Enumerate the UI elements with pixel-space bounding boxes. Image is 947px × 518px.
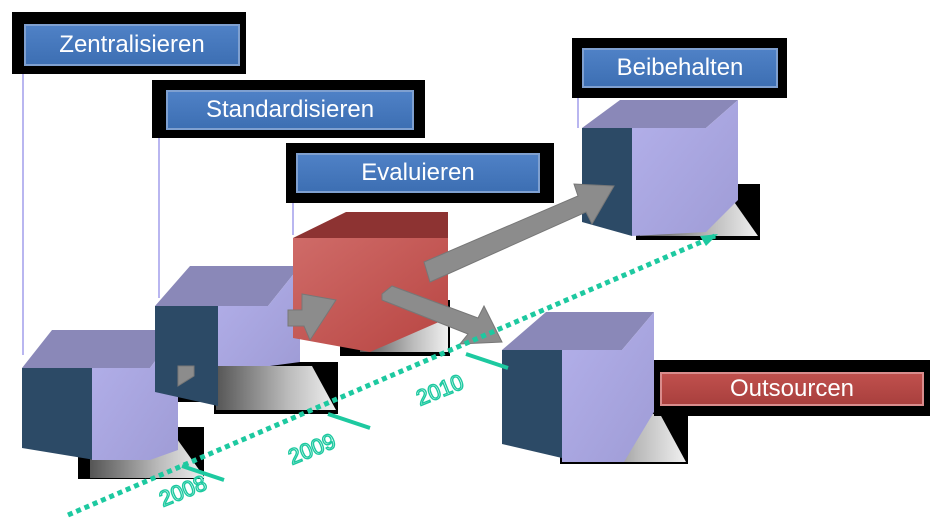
cube-front xyxy=(632,100,738,236)
arrow-to-beibehalten xyxy=(423,183,615,283)
cube-standardisieren xyxy=(155,266,338,414)
label-outsourcen: Outsourcen xyxy=(660,372,924,406)
cube-top xyxy=(582,100,738,128)
timeline-dotted-line xyxy=(67,233,716,518)
label-standardisieren: Standardisieren xyxy=(166,90,414,130)
arrow-to-cube-2 xyxy=(177,365,195,387)
label-standardisieren-box: Standardisieren xyxy=(152,80,425,138)
label-beibehalten: Beibehalten xyxy=(582,48,778,88)
cube-beibehalten xyxy=(582,100,760,240)
label-evaluieren: Evaluieren xyxy=(296,153,540,193)
tick-2010 xyxy=(465,352,509,370)
cube-side xyxy=(22,368,95,460)
cube-top xyxy=(155,266,300,306)
cube-front xyxy=(562,312,654,462)
cube-outsourcen xyxy=(502,312,688,464)
cube-top xyxy=(502,312,654,350)
year-2010: 2010 xyxy=(413,369,468,411)
cube-top xyxy=(22,330,178,368)
label-outsourcen-box: Outsourcen xyxy=(654,360,930,416)
arrow-to-evaluieren xyxy=(287,293,337,342)
cube-top xyxy=(293,212,448,238)
cube-front xyxy=(218,266,300,366)
tick-2008 xyxy=(181,464,225,482)
label-zentralisieren-box: Zentralisieren xyxy=(12,12,246,74)
label-zentralisieren: Zentralisieren xyxy=(24,24,240,66)
connector-lines xyxy=(22,74,579,355)
label-beibehalten-box: Beibehalten xyxy=(572,38,787,98)
label-evaluieren-box: Evaluieren xyxy=(286,143,554,203)
cube-shadow xyxy=(216,366,336,410)
cube-side xyxy=(155,306,218,406)
cube-evaluieren xyxy=(293,212,450,356)
arrow-to-outsourcen xyxy=(381,285,503,345)
cube-side xyxy=(502,350,562,458)
cube-front xyxy=(293,238,448,352)
timeline-arrowhead xyxy=(700,234,718,246)
tick-2009 xyxy=(327,412,371,430)
year-2009: 2009 xyxy=(285,428,340,470)
process-arrows xyxy=(177,183,615,387)
